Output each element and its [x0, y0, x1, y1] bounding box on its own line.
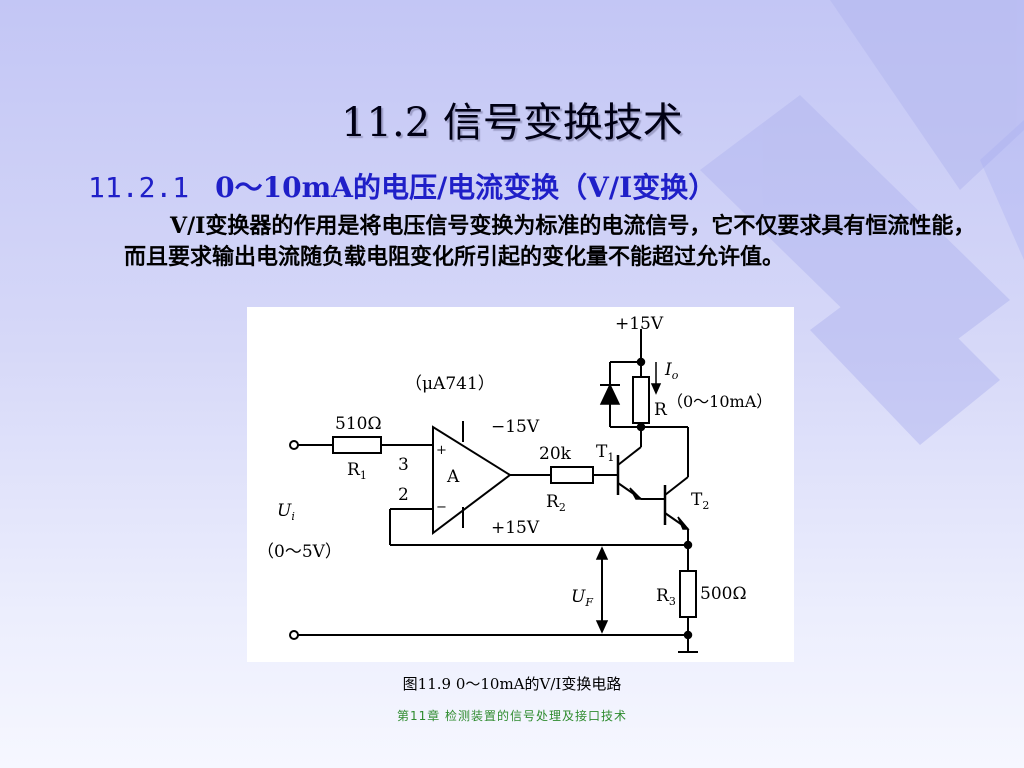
section-title: 0～10mA的电压/电流变换（V/I变换） — [215, 171, 717, 204]
label-r2: R2 — [546, 492, 566, 514]
figure-caption: 图11.9 0～10mA的V/I变换电路 — [402, 675, 622, 693]
label-ui-range: （0～5V） — [257, 542, 342, 562]
circuit-figure: +15V Io R （0～10mA） （μA741） 510Ω R1 3 2 +… — [247, 307, 794, 662]
label-r1: R1 — [347, 460, 367, 482]
resistor-r2 — [550, 466, 594, 484]
section-heading: 11.2.1 0～10mA的电压/电流变换（V/I变换） — [88, 166, 716, 206]
label-opamp-a: A — [446, 467, 460, 487]
label-neg-supply: −15V — [491, 417, 540, 437]
label-r3-value: 500Ω — [700, 584, 747, 604]
resistor-r1 — [332, 436, 382, 454]
input-terminal-top — [289, 440, 299, 450]
label-r-load: R — [654, 400, 668, 420]
label-r-range: （0～10mA） — [667, 392, 772, 411]
circuit-diagram: +15V Io R （0～10mA） （μA741） 510Ω R1 3 2 +… — [257, 314, 772, 653]
label-t1: T1 — [596, 442, 614, 464]
opamp-triangle — [432, 425, 512, 536]
label-ui: Ui — [277, 501, 295, 523]
label-io: Io — [664, 360, 679, 382]
slide-footer: 第11章 检测装置的信号处理及接口技术 — [396, 709, 628, 723]
paragraph-text: V/I变换器的作用是将电压信号变换为标准的电流信号，它不仅要求具有恒流性能，而且… — [124, 213, 976, 270]
resistor-r3 — [679, 570, 697, 618]
label-t2: T2 — [691, 490, 709, 512]
diode-symbol — [599, 383, 621, 405]
label-r3: R3 — [656, 586, 676, 608]
label-pin3: 3 — [398, 455, 409, 475]
input-terminal-bottom — [289, 630, 299, 640]
label-uf: UF — [571, 587, 593, 609]
slide-title: 11.2 信号变换技术 — [341, 100, 683, 146]
label-r2-value: 20k — [539, 444, 572, 464]
label-minus-input: − — [436, 500, 447, 515]
label-opamp-model: （μA741） — [405, 374, 495, 394]
section-number: 11.2.1 — [88, 171, 190, 204]
load-resistor-r — [632, 376, 650, 424]
label-pos-supply: +15V — [491, 518, 540, 538]
label-vplus-top: +15V — [615, 314, 664, 334]
label-r1-value: 510Ω — [335, 414, 382, 434]
body-paragraph: V/I变换器的作用是将电压信号变换为标准的电流信号，它不仅要求具有恒流性能，而且… — [124, 211, 984, 273]
label-plus-input: + — [436, 443, 447, 458]
label-pin2: 2 — [398, 485, 409, 505]
